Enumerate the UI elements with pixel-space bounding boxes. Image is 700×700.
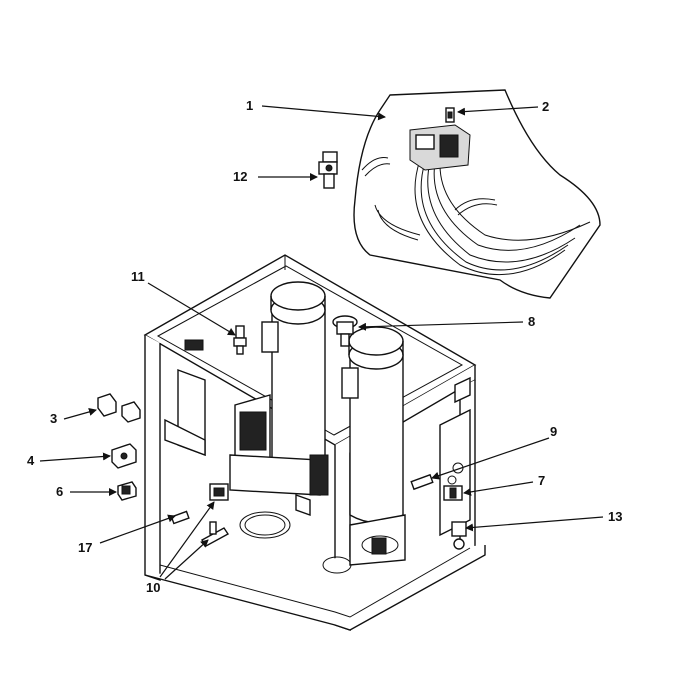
callout-4: 4 — [27, 453, 35, 468]
fitting-part-11 — [233, 325, 247, 355]
callout-7: 7 — [538, 473, 545, 488]
pin-part-17 — [170, 510, 190, 525]
solenoid-part-10 — [200, 483, 230, 547]
switch-part-4 — [111, 443, 137, 469]
fitting-part-7 — [443, 485, 463, 501]
callout-10: 10 — [146, 580, 160, 595]
relay-part-3 — [97, 393, 141, 423]
fitting-part-13 — [451, 521, 467, 550]
valve-part-8 — [332, 315, 358, 347]
callout-1: 1 — [246, 98, 253, 113]
sensor-part-9 — [410, 473, 434, 491]
callout-3: 3 — [50, 411, 57, 426]
connector-part-2 — [445, 107, 455, 123]
filter-housing-front — [341, 326, 406, 566]
callout-2: 2 — [542, 99, 549, 114]
callout-12: 12 — [233, 169, 247, 184]
fitting-part-12 — [318, 151, 338, 189]
callout-9: 9 — [550, 424, 557, 439]
wiring-harness-detail-bubble — [353, 89, 601, 299]
callout-labels: 1 2 3 4 6 7 8 9 10 11 12 13 17 — [27, 98, 622, 595]
callout-13: 13 — [608, 509, 622, 524]
pump-base-rear — [229, 454, 329, 516]
callout-8: 8 — [528, 314, 535, 329]
switch-part-6 — [117, 481, 137, 501]
callout-6: 6 — [56, 484, 63, 499]
callout-17: 17 — [78, 540, 92, 555]
leader-lines — [39, 105, 604, 580]
callout-11: 11 — [131, 269, 145, 284]
